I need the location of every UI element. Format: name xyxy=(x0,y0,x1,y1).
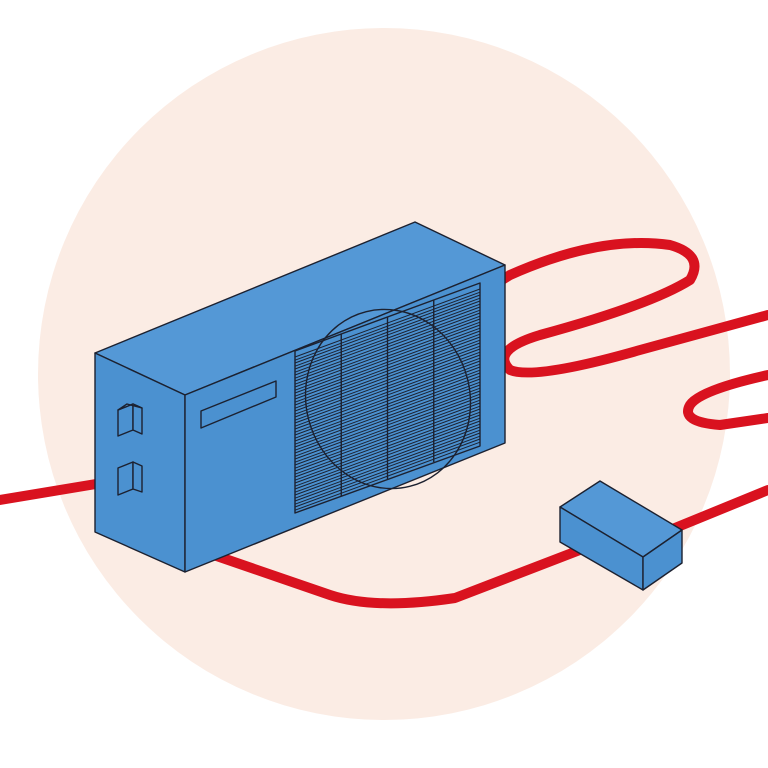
grille-slat xyxy=(294,294,481,364)
grille-slat xyxy=(294,312,481,382)
grille-slat xyxy=(294,345,481,415)
grille-slat xyxy=(294,363,481,433)
unit-front-face xyxy=(184,264,506,573)
grille-slat xyxy=(294,384,481,454)
control-button-lower xyxy=(117,461,143,496)
grille-slat xyxy=(294,399,481,469)
grille-slat xyxy=(294,381,481,451)
grille-slat xyxy=(294,297,481,367)
grille-slat xyxy=(294,330,481,400)
grille-slat xyxy=(294,396,481,466)
grille-slat xyxy=(294,366,481,436)
grille-slat xyxy=(294,393,481,463)
grille-slat xyxy=(294,333,481,403)
grille-slat xyxy=(294,339,481,409)
pipe-loop xyxy=(0,238,768,609)
pipe-to-edge xyxy=(670,485,768,533)
grille-slat xyxy=(294,426,481,496)
grille-slat xyxy=(294,429,481,499)
pipe-lower-run xyxy=(200,543,590,609)
grille-slat xyxy=(294,336,481,406)
grille-slat xyxy=(294,324,481,394)
grille-slat xyxy=(294,420,481,490)
grille-slat xyxy=(294,435,481,505)
grille-slat xyxy=(294,372,481,442)
unit-label-panel xyxy=(200,380,277,429)
grille-slat xyxy=(294,315,481,385)
grille-slat xyxy=(294,417,481,487)
outdoor-unit xyxy=(94,221,506,573)
grille-slat xyxy=(294,300,481,370)
grille-slat xyxy=(294,411,481,481)
grille-slat xyxy=(294,414,481,484)
junction-box-end xyxy=(642,529,683,591)
grille-slat xyxy=(294,357,481,427)
pipe-upper-loop xyxy=(465,238,768,378)
grille-slat xyxy=(294,375,481,445)
grille-slat xyxy=(294,348,481,418)
grille-slat xyxy=(294,438,481,508)
grille-slat xyxy=(294,309,481,379)
grille-slat xyxy=(294,342,481,412)
grille-slat xyxy=(294,408,481,478)
grille-slat xyxy=(294,306,481,376)
junction-box xyxy=(559,480,683,591)
grille-slat xyxy=(294,354,481,424)
grille-slat xyxy=(294,327,481,397)
grille-slat xyxy=(294,291,481,361)
grille-slat xyxy=(294,441,481,511)
grille-slat xyxy=(294,351,481,421)
grille-slat xyxy=(294,321,481,391)
grille-slat xyxy=(294,288,481,358)
grille-slat xyxy=(294,318,481,388)
grille-slat xyxy=(294,378,481,448)
grille-slat xyxy=(294,369,481,439)
control-button-upper xyxy=(117,403,143,437)
grille-slat xyxy=(294,303,481,373)
grille-slat xyxy=(294,360,481,430)
pipe-right-loop xyxy=(683,370,768,430)
grille-slat xyxy=(294,423,481,493)
fan-outline-icon xyxy=(304,308,472,490)
unit-fan-grille xyxy=(294,282,481,514)
grille-slat xyxy=(294,390,481,460)
grille-slat xyxy=(294,432,481,502)
grille-slat xyxy=(294,405,481,475)
grille-slat xyxy=(294,387,481,457)
grille-slat xyxy=(294,402,481,472)
unit-controls xyxy=(117,403,143,496)
